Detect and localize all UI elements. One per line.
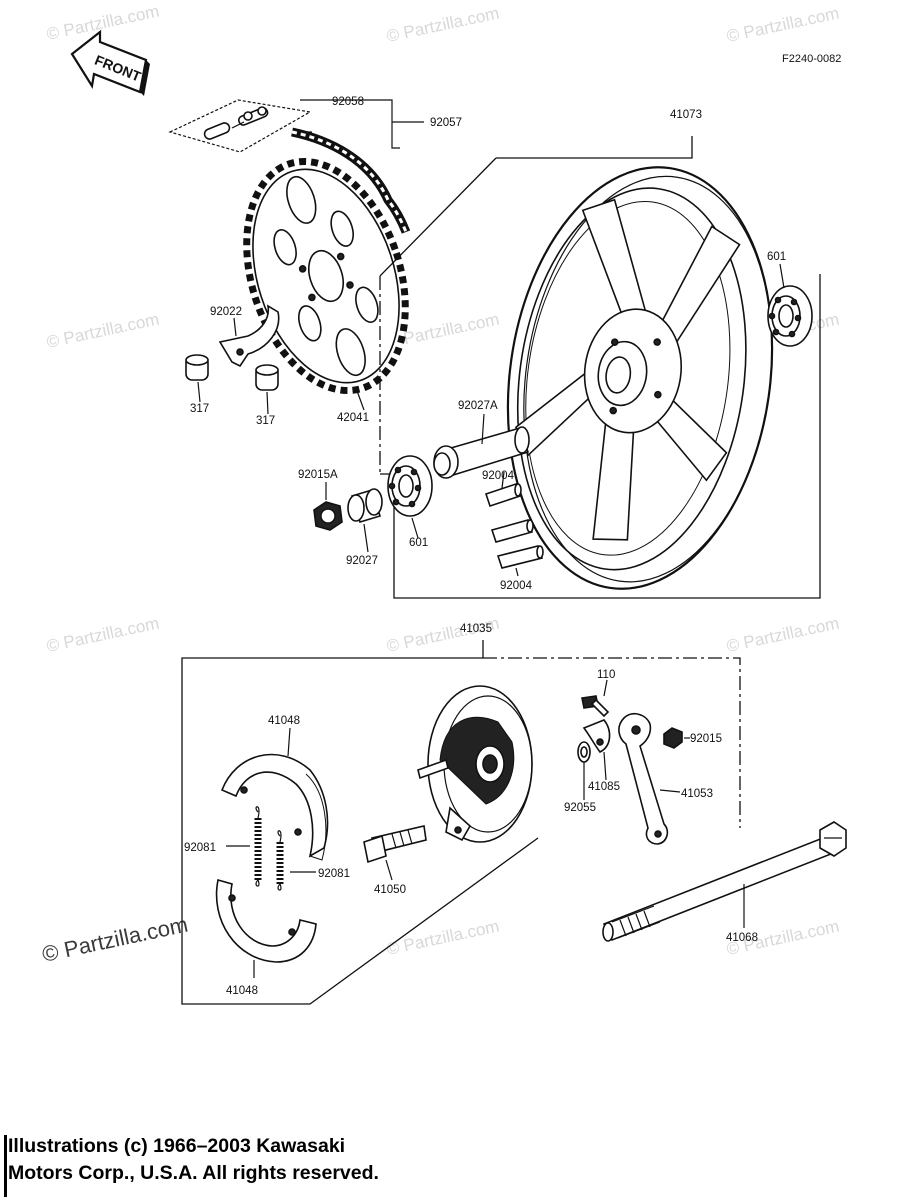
part-label-41073: 41073 <box>670 109 702 121</box>
stud-92004-c <box>496 545 544 569</box>
rear-wheel-41073 <box>506 166 774 590</box>
part-label-110: 110 <box>597 669 615 681</box>
watermark: © Partzilla.com <box>45 2 161 44</box>
part-label-92058: 92058 <box>332 96 364 108</box>
collar-92027 <box>347 488 383 523</box>
part-label-92027A: 92027A <box>458 400 498 412</box>
drive-chain-92057 <box>291 127 411 234</box>
part-label-92015A: 92015A <box>298 469 338 481</box>
spring-92081-left <box>254 806 262 887</box>
part-label-92057: 92057 <box>430 117 462 129</box>
part-label-41068: 41068 <box>726 932 758 944</box>
part-label-601-bottom: 601 <box>409 537 428 549</box>
bolt-110 <box>581 695 610 718</box>
part-label-601-top: 601 <box>767 251 786 263</box>
brake-panel-assembly <box>417 685 533 843</box>
axle-nut-92015A <box>313 501 343 531</box>
watermark: © Partzilla.com <box>385 4 501 46</box>
watermark: © Partzilla.com <box>385 917 501 959</box>
part-label-92004-a: 92004 <box>482 470 515 482</box>
part-label-41035: 41035 <box>460 623 492 635</box>
part-label-41048-bottom: 41048 <box>226 985 258 997</box>
nut-317-b <box>255 364 279 391</box>
front-arrow-icon: FRONT <box>70 29 150 96</box>
part-label-92004-b: 92004 <box>500 580 533 592</box>
copyright-line-2: Motors Corp., U.S.A. All rights reserved… <box>8 1162 379 1184</box>
rear-axle-41068 <box>602 821 847 942</box>
seal-92055 <box>577 741 591 763</box>
bearing-601-top <box>767 285 813 347</box>
part-labels: 92058 92057 41073 601 92022 317 317 4204… <box>184 96 786 997</box>
brake-cam-41050 <box>363 825 427 864</box>
brake-shoe-41048-bottom <box>215 878 317 963</box>
stud-92004-a <box>484 482 522 508</box>
part-label-92027: 92027 <box>346 555 378 567</box>
part-label-92022: 92022 <box>210 306 242 318</box>
part-label-317-a: 317 <box>190 403 209 415</box>
part-label-41053: 41053 <box>681 788 713 800</box>
part-label-317-b: 317 <box>256 415 275 427</box>
part-label-92055: 92055 <box>564 802 596 814</box>
copyright-line-1: Illustrations (c) 1966–2003 Kawasaki <box>8 1135 346 1157</box>
brake-shoe-41048-top <box>220 753 329 861</box>
lock-plate-92022 <box>218 304 280 368</box>
stud-92004-b <box>490 519 534 543</box>
watermark: © Partzilla.com <box>45 614 161 656</box>
watermark-prominent: © Partzilla.com <box>40 912 190 967</box>
bearing-601-bottom <box>387 455 433 517</box>
copyright-notice: Illustrations (c) 1966–2003 Kawasaki Mot… <box>4 1133 604 1197</box>
part-label-41050: 41050 <box>374 884 406 896</box>
spring-92081-right <box>276 830 284 891</box>
brake-lever-41053 <box>618 712 669 845</box>
part-label-42041: 42041 <box>337 412 369 424</box>
master-link-92058 <box>168 99 312 153</box>
copyright-bar <box>4 1135 7 1197</box>
nut-317-a <box>185 354 209 381</box>
part-label-41048-top: 41048 <box>268 715 300 727</box>
figure-code: F2240-0082 <box>782 53 841 65</box>
watermark: © Partzilla.com <box>725 614 841 656</box>
watermark: © Partzilla.com <box>725 4 841 46</box>
watermark: © Partzilla.com <box>45 310 161 352</box>
wear-indicator-41085 <box>582 719 611 754</box>
part-label-92081-right: 92081 <box>318 868 350 880</box>
nut-92015 <box>663 727 683 749</box>
part-label-92015: 92015 <box>690 733 722 745</box>
rear-sprocket-42041 <box>243 157 409 395</box>
part-label-92081-left: 92081 <box>184 842 216 854</box>
spacer-92027A <box>433 426 530 479</box>
part-label-41085: 41085 <box>588 781 620 793</box>
